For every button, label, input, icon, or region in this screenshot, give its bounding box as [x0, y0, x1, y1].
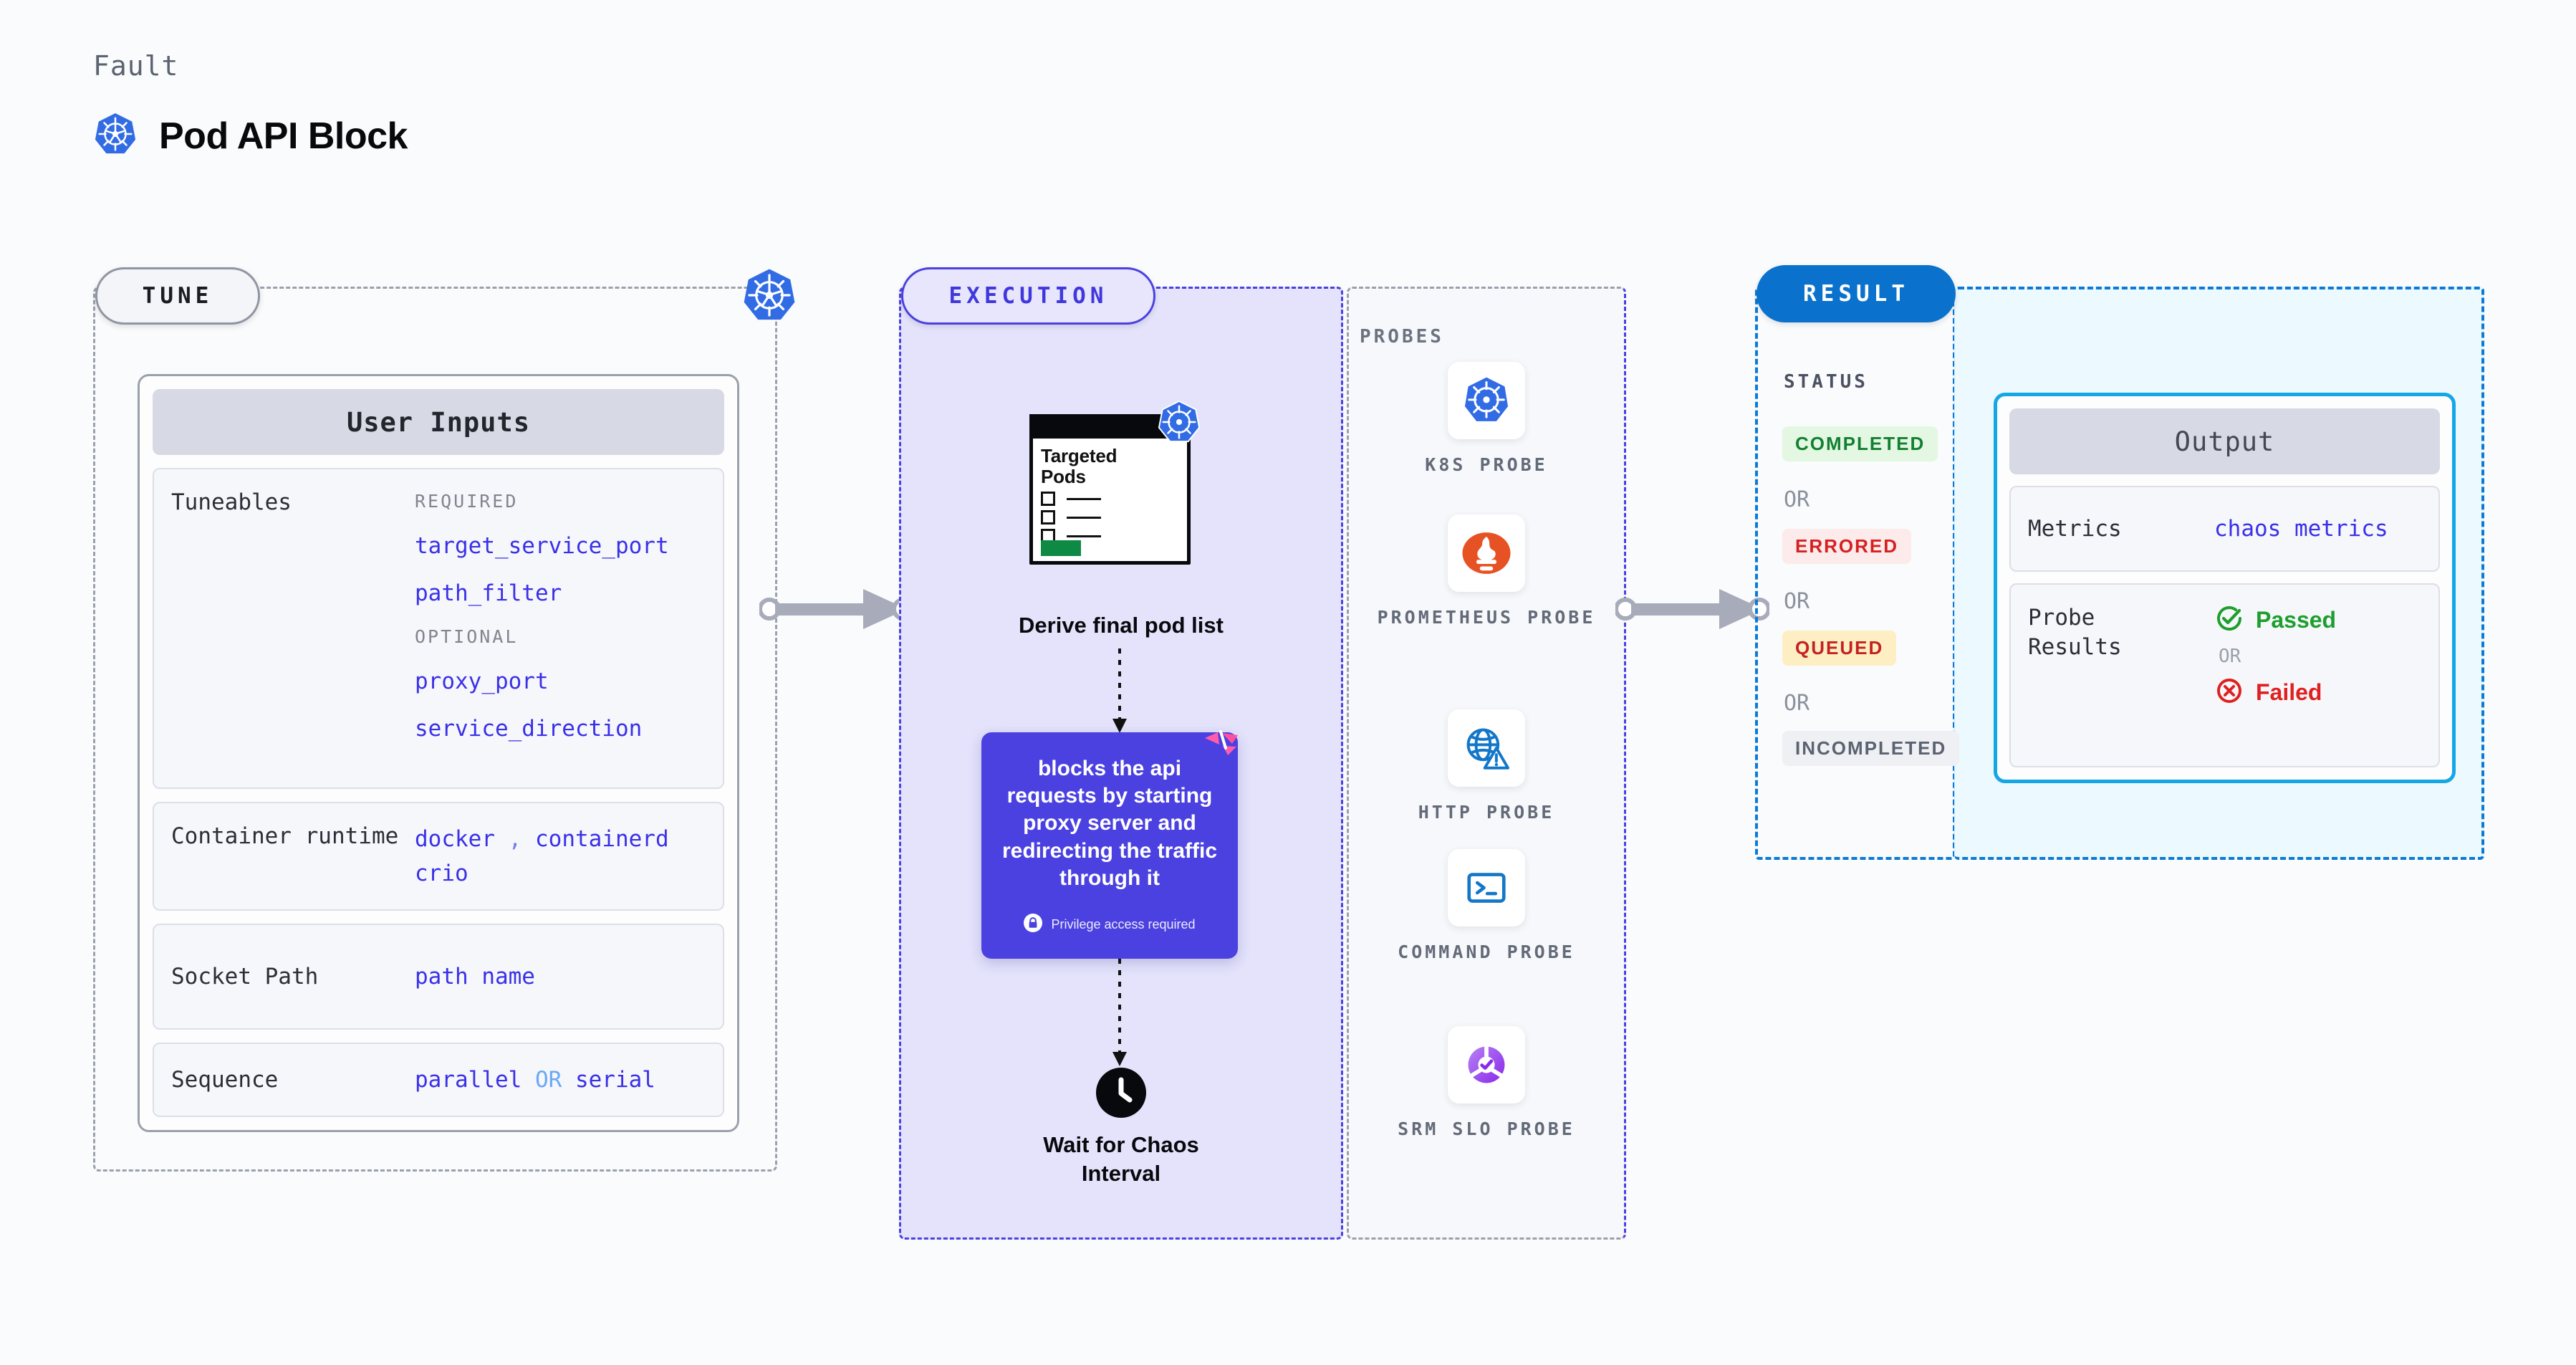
connector-execution-result [1615, 589, 1769, 629]
sequence-or: OR [534, 1066, 562, 1093]
tuneables-row: Tuneables REQUIRED target_service_port p… [153, 468, 724, 789]
runtime-containerd[interactable]: containerd [535, 825, 669, 852]
privilege-text: Privilege access required [1051, 917, 1196, 932]
failed-text: Failed [2256, 679, 2322, 705]
x-circle-icon [2214, 676, 2244, 709]
sequence-values: parallel OR serial [415, 1063, 655, 1097]
probe-k8s[interactable]: K8S PROBE [1347, 362, 1626, 478]
runtime-separator: , [508, 825, 522, 852]
wait-label-line1: Wait for Chaos [1043, 1132, 1199, 1157]
probe-results-row: Probe Results Passed OR [2009, 583, 2440, 767]
probe-result-passed: Passed [2214, 603, 2336, 637]
probe-http[interactable]: HTTP PROBE [1347, 709, 1626, 825]
probe-label: PROMETHEUS PROBE [1377, 607, 1596, 628]
privilege-row: Privilege access required [1024, 914, 1196, 936]
action-description-text: blocks the api requests by starting prox… [1001, 756, 1218, 891]
socket-path-value[interactable]: path name [415, 963, 535, 990]
probe-results-key-line2: Results [2028, 633, 2122, 660]
globe-warning-icon [1448, 709, 1525, 787]
probe-results-values: Passed OR Failed [2214, 603, 2336, 747]
probe-srm-slo[interactable]: SRM SLO PROBE [1347, 1026, 1626, 1142]
sequence-serial[interactable]: serial [575, 1066, 655, 1093]
metrics-value[interactable]: chaos metrics [2214, 515, 2388, 542]
tune-panel [93, 287, 777, 1172]
connector-derive-action [1112, 648, 1127, 733]
tuneable-path-filter[interactable]: path_filter [415, 580, 562, 606]
runtime-docker[interactable]: docker [415, 825, 495, 852]
sequence-row: Sequence parallel OR serial [153, 1042, 724, 1117]
optional-label: OPTIONAL [415, 626, 519, 647]
socket-path-key: Socket Path [171, 963, 319, 990]
status-label: STATUS [1784, 371, 1868, 393]
targeted-pods-title-line1: Targeted [1041, 445, 1118, 466]
probe-label: SRM SLO PROBE [1398, 1119, 1575, 1139]
page-header: Fault [93, 50, 408, 160]
status-badge-queued: QUEUED [1782, 631, 1897, 666]
tuneable-proxy-port[interactable]: proxy_port [415, 668, 549, 694]
connector-tune-execution [759, 589, 913, 629]
metrics-key: Metrics [2028, 515, 2122, 542]
probe-label: K8S PROBE [1425, 454, 1548, 475]
kubernetes-icon [93, 112, 138, 160]
result-tag[interactable]: RESULT [1756, 265, 1956, 322]
connector-action-wait [1112, 959, 1127, 1066]
probe-results-key-line1: Probe [2028, 605, 2095, 631]
status-badge-errored: ERRORED [1782, 529, 1912, 564]
targeted-pods-card: Targeted Pods [1029, 414, 1191, 565]
sequence-parallel[interactable]: parallel [415, 1066, 522, 1093]
probe-results-or: OR [2219, 646, 2241, 667]
container-runtime-row: Container runtime docker , containerd cr… [153, 801, 724, 911]
derive-final-pod-list-label: Derive final pod list [1019, 613, 1224, 638]
container-runtime-values: docker , containerd crio [415, 822, 669, 891]
tuneable-service-direction[interactable]: service_direction [415, 715, 643, 742]
prometheus-icon [1448, 514, 1525, 592]
probe-results-key: Probe Results [2028, 603, 2207, 747]
status-or-3: OR [1784, 691, 1810, 716]
probe-label: COMMAND PROBE [1398, 942, 1575, 962]
user-inputs-card: User Inputs Tuneables REQUIRED target_se… [138, 374, 739, 1132]
wait-label-line2: Interval [1081, 1161, 1161, 1187]
socket-path-row: Socket Path path name [153, 923, 724, 1030]
execution-tag[interactable]: EXECUTION [901, 267, 1155, 325]
metrics-row: Metrics chaos metrics [2009, 486, 2440, 572]
status-or-1: OR [1784, 487, 1810, 512]
status-or-2: OR [1784, 589, 1810, 614]
user-inputs-title: User Inputs [153, 389, 724, 455]
targeted-pods-title-line2: Pods [1041, 466, 1086, 488]
runtime-crio[interactable]: crio [415, 860, 468, 886]
terminal-icon [1448, 849, 1525, 926]
probe-label: HTTP PROBE [1418, 802, 1555, 823]
clock-icon [1096, 1068, 1146, 1118]
tuneable-target-service-port[interactable]: target_service_port [415, 532, 669, 559]
output-title: Output [2009, 408, 2440, 474]
litmus-logo-icon [1201, 727, 1242, 768]
kubernetes-icon [1448, 362, 1525, 439]
tuneables-values: REQUIRED target_service_port path_filter… [415, 488, 669, 769]
srm-slo-icon [1448, 1026, 1525, 1103]
required-label: REQUIRED [415, 491, 519, 512]
probe-result-failed: Failed [2214, 676, 2336, 709]
status-badge-completed: COMPLETED [1782, 426, 1938, 461]
probe-prometheus[interactable]: PROMETHEUS PROBE [1347, 514, 1626, 631]
status-badge-incompleted: INCOMPLETED [1782, 731, 1960, 766]
kubernetes-icon [741, 267, 797, 323]
kubernetes-icon [1157, 400, 1201, 444]
wait-for-chaos-interval-label: Wait for Chaos Interval [899, 1131, 1343, 1189]
sequence-key: Sequence [171, 1066, 279, 1093]
lock-icon [1024, 914, 1043, 936]
probe-command[interactable]: COMMAND PROBE [1347, 849, 1626, 965]
passed-text: Passed [2256, 607, 2337, 633]
container-runtime-key: Container runtime [171, 823, 399, 849]
action-description-card: blocks the api requests by starting prox… [981, 730, 1238, 959]
tuneables-key: Tuneables [171, 489, 292, 515]
output-card: Output Metrics chaos metrics Probe Resul… [1994, 393, 2456, 783]
probes-label: PROBES [1360, 326, 1444, 348]
fault-kicker: Fault [93, 50, 179, 82]
page-title: Pod API Block [159, 115, 408, 157]
tune-tag[interactable]: TUNE [95, 267, 260, 325]
fault-title-row: Pod API Block [93, 112, 408, 160]
check-circle-icon [2214, 603, 2244, 637]
